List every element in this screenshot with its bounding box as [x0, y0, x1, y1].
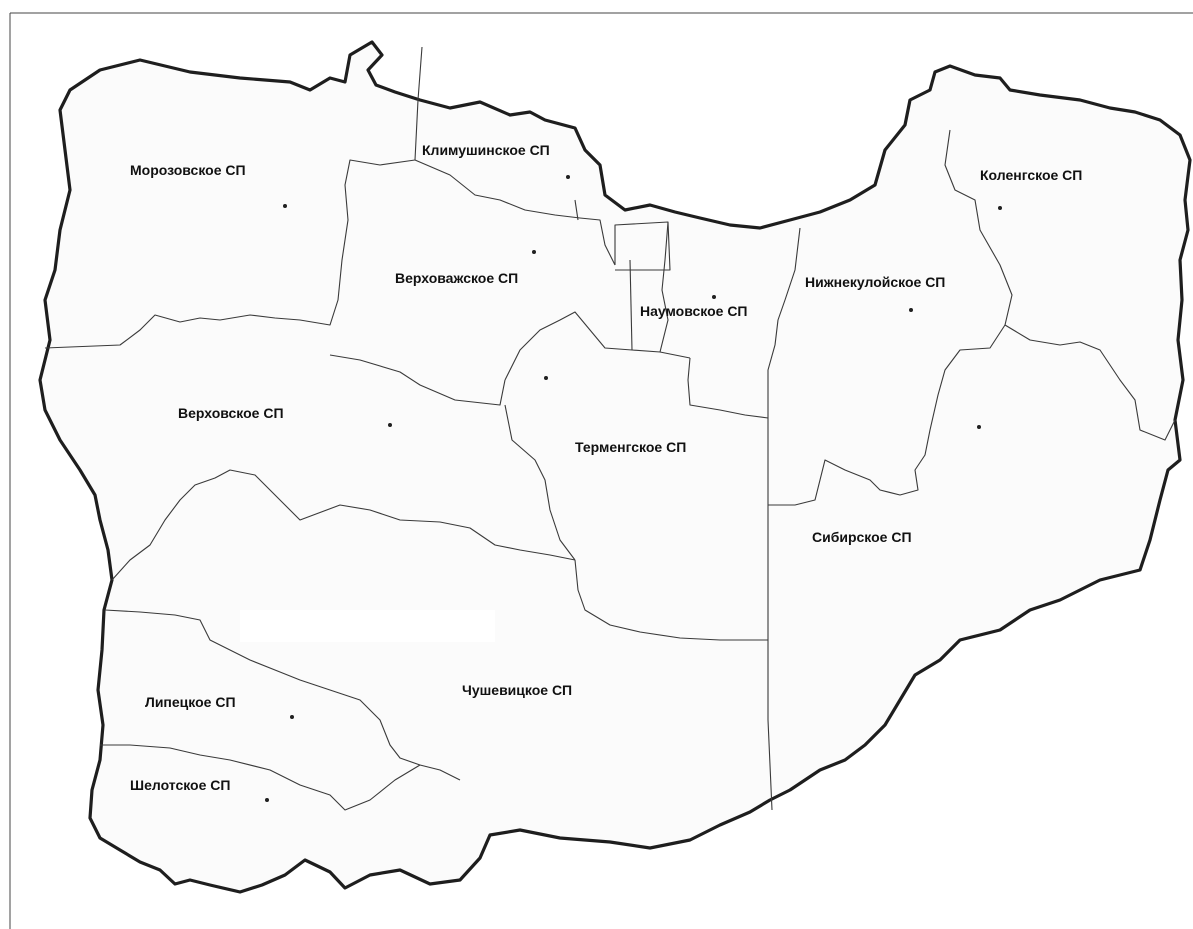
border-naumovskoe-south [687, 357, 769, 419]
label-verkhovazhskoe: Верховажское СП [395, 270, 518, 286]
seat-verkhovazhskoe [532, 250, 536, 254]
border-verkhovazhskoe-south [329, 354, 506, 406]
seat-kolengskoe [998, 206, 1002, 210]
border-north-row [44, 159, 416, 349]
border-verkhovskoe-south [111, 469, 576, 581]
border-klimushinskoe-east [574, 199, 579, 221]
seat-sibirskoe [977, 425, 981, 429]
border-morozovskoe-klimushinskoe [414, 46, 423, 161]
border-termengskoe-sibirskoe [767, 418, 773, 811]
blank-patch [240, 610, 495, 642]
seat-shelotskoe [265, 798, 269, 802]
internal-borders [44, 46, 1176, 811]
label-klimushinskoe: Климушинское СП [422, 142, 550, 158]
label-kolengskoe: Коленгское СП [980, 167, 1082, 183]
settlement-seats [265, 175, 1002, 802]
border-lipetskoe-south [100, 744, 461, 811]
border-kolengskoe-sibirskoe [1004, 324, 1176, 441]
district-outline [38, 40, 1192, 894]
blank-patches [240, 610, 495, 642]
border-verkhovazhskoe-top [414, 159, 616, 266]
border-termengskoe-north [504, 311, 691, 381]
border-lipetskoe-north [104, 609, 421, 766]
seat-morozovskoe [283, 204, 287, 208]
border-verkhovazhskoe-east [629, 259, 633, 351]
seat-verkhovskoe [388, 423, 392, 427]
label-morozovskoe: Морозовское СП [130, 162, 246, 178]
border-naumovskoe-east [767, 227, 801, 418]
seat-nizhnekuloyskoe [909, 308, 913, 312]
border-naumovskoe-west [659, 221, 669, 353]
seat-naumovskoe [712, 295, 716, 299]
label-termengskoe: Терменгское СП [575, 439, 686, 455]
label-shelotskoe: Шелотское СП [130, 777, 230, 793]
border-termengskoe-west [504, 404, 576, 561]
seat-klimushinskoe [566, 175, 570, 179]
label-naumovskoe: Наумовское СП [640, 303, 748, 319]
label-chushevitskoe: Чушевицкое СП [462, 682, 572, 698]
region-labels: Морозовское СП Климушинское СП Коленгско… [130, 142, 1082, 793]
label-lipetskoe: Липецкое СП [145, 694, 236, 710]
seat-lipetskoe [290, 715, 294, 719]
label-verkhovskoe: Верховское СП [178, 405, 284, 421]
label-sibirskoe: Сибирское СП [812, 529, 912, 545]
label-nizhnekuloyskoe: Нижнекулойское СП [805, 274, 945, 290]
seat-termengskoe [544, 376, 548, 380]
border-termengskoe-south [574, 559, 768, 641]
border-nizhnekuloyskoe-east [768, 129, 1013, 506]
